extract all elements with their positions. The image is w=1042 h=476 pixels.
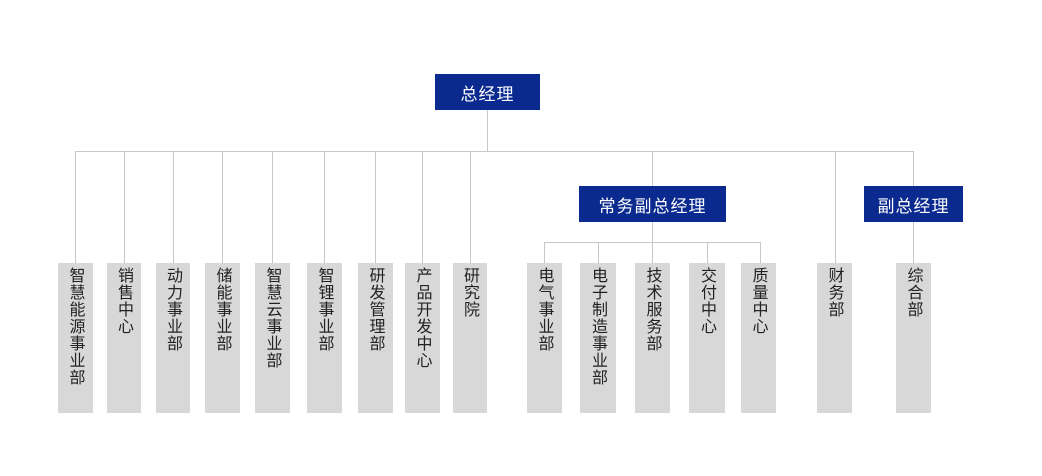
vp-box: 副总经理 (864, 186, 963, 222)
ceo-label: 总经理 (460, 84, 515, 105)
connector-evp-trunk (652, 222, 653, 242)
connector-dept (544, 242, 545, 263)
department-label: 销售中心 (115, 267, 134, 335)
connector-dept (324, 151, 325, 263)
connector-dept (652, 242, 653, 263)
department-label: 电子制造事业部 (589, 267, 608, 386)
connector-dept (760, 242, 761, 263)
department-label: 综合部 (904, 267, 924, 318)
department-box: 技术服务部 (635, 263, 670, 413)
department-box: 动力事业部 (156, 263, 190, 413)
department-box: 财务部 (817, 263, 852, 413)
department-label: 动力事业部 (164, 267, 183, 352)
department-label: 研究院 (461, 267, 480, 318)
department-box: 质量中心 (741, 263, 776, 413)
evp-label: 常务副总经理 (598, 196, 707, 217)
department-label: 智慧云事业部 (263, 267, 283, 369)
connector-ceo-trunk (487, 110, 488, 151)
department-box: 智慧能源事业部 (58, 263, 93, 413)
department-box: 电气事业部 (527, 263, 562, 413)
connector-dept (222, 151, 223, 263)
department-label: 智锂事业部 (315, 267, 335, 352)
connector-dept (598, 242, 599, 263)
connector-vp (913, 151, 914, 186)
department-label: 电气事业部 (535, 267, 555, 352)
connector-dept (835, 151, 836, 263)
department-label: 质量中心 (749, 267, 769, 335)
department-box: 产品开发中心 (405, 263, 440, 413)
connector-dept (470, 151, 471, 263)
connector-dept (124, 151, 125, 263)
department-label: 储能事业部 (213, 267, 233, 352)
connector-dept (173, 151, 174, 263)
department-box: 电子制造事业部 (580, 263, 616, 413)
connector-evp (652, 151, 653, 186)
connector-dept (272, 151, 273, 263)
department-label: 技术服务部 (643, 267, 663, 352)
ceo-box: 总经理 (435, 74, 540, 110)
department-label: 产品开发中心 (413, 267, 433, 369)
department-box: 智慧云事业部 (255, 263, 290, 413)
department-label: 智慧能源事业部 (66, 267, 86, 386)
connector-dept (375, 151, 376, 263)
connector-main-bus (75, 151, 913, 152)
department-label: 交付中心 (698, 267, 717, 335)
department-box: 研发管理部 (358, 263, 393, 413)
department-box: 智锂事业部 (307, 263, 342, 413)
connector-dept (75, 151, 76, 263)
connector-dept (422, 151, 423, 263)
vp-label: 副总经理 (877, 196, 950, 217)
evp-box: 常务副总经理 (579, 186, 726, 222)
department-box: 研究院 (453, 263, 487, 413)
department-box: 综合部 (896, 263, 931, 413)
connector-vp-dept (913, 222, 914, 263)
department-label: 财务部 (825, 267, 845, 318)
department-box: 销售中心 (107, 263, 141, 413)
department-box: 交付中心 (689, 263, 725, 413)
department-box: 储能事业部 (205, 263, 240, 413)
connector-dept (707, 242, 708, 263)
department-label: 研发管理部 (366, 267, 386, 352)
